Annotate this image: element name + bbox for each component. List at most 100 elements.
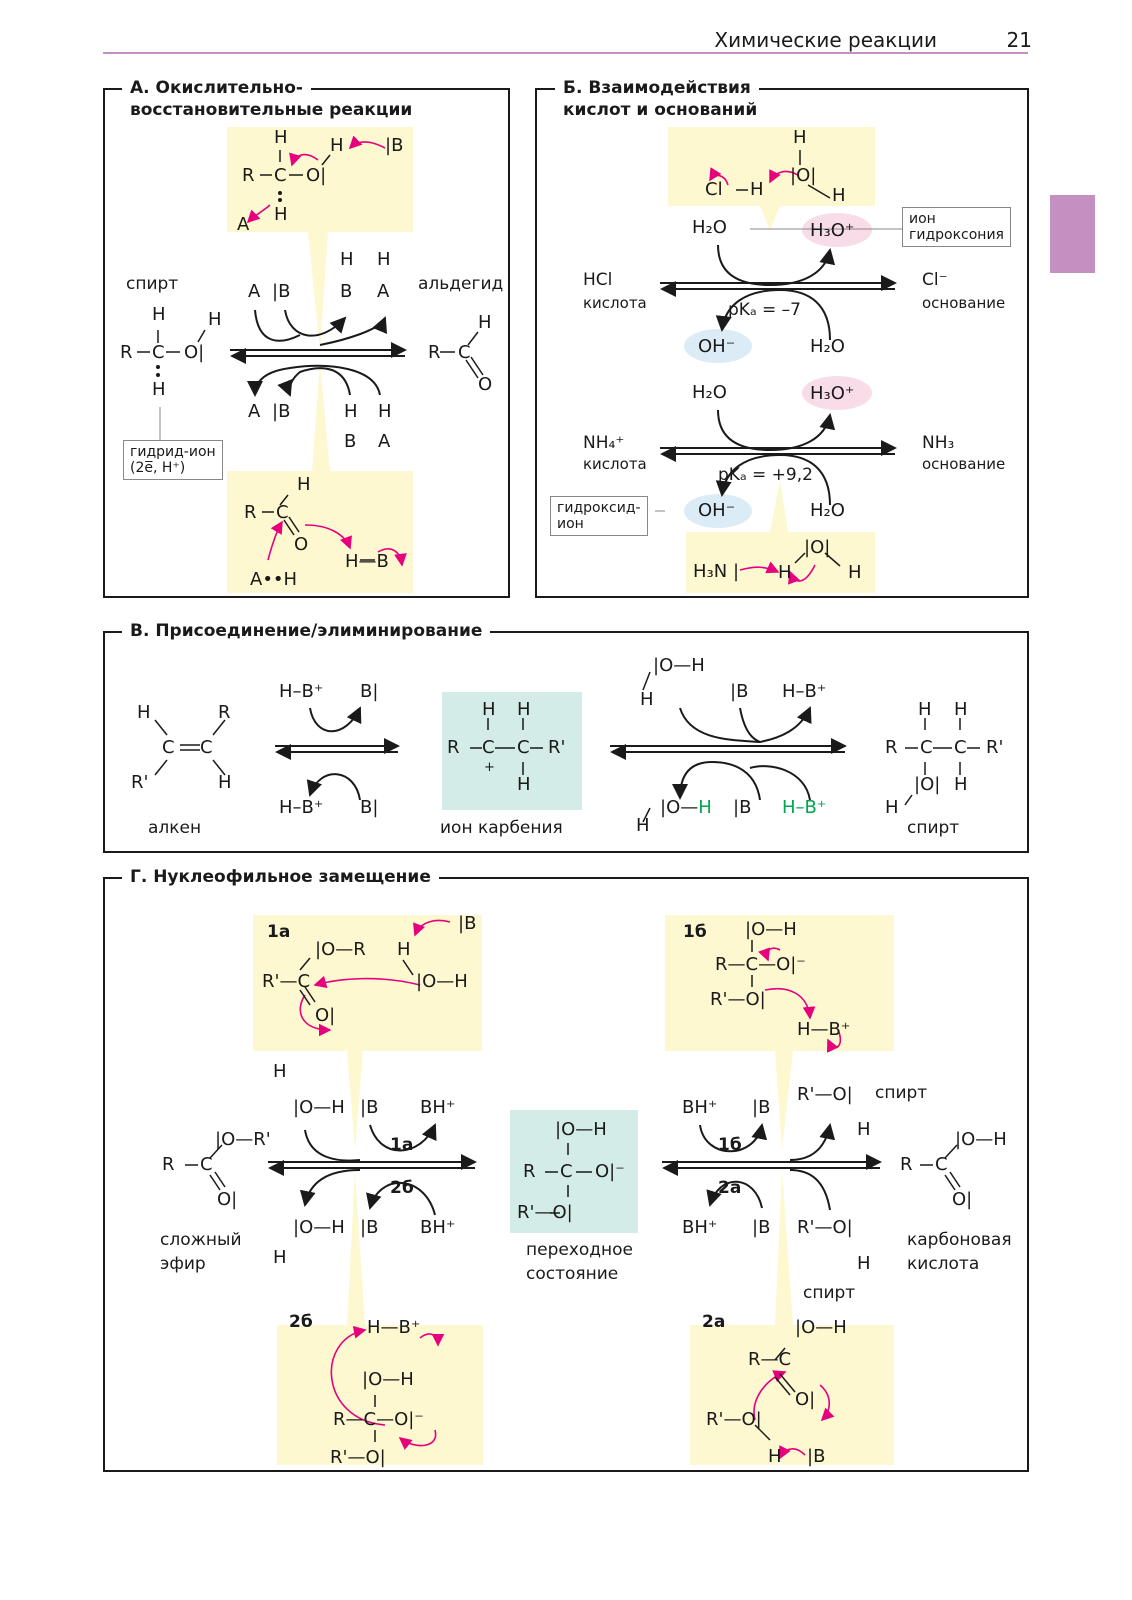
panel-a-product-hb: H—B <box>345 551 389 572</box>
atom: O| <box>217 1189 238 1210</box>
atom: |O—H <box>653 655 705 676</box>
atom: H—B⁺ <box>367 1317 421 1338</box>
atom: H <box>378 401 392 422</box>
atom: R <box>244 502 257 523</box>
panel-b-hcl: HCl <box>583 270 613 290</box>
panel-b-acid-2: кислота <box>583 455 647 473</box>
atom: H <box>636 815 650 836</box>
atom: O| <box>952 1189 973 1210</box>
atom: H <box>832 185 846 206</box>
carbenium-highlight <box>442 692 582 810</box>
atom: |O—H <box>555 1119 607 1140</box>
panel-b-top-highlight <box>668 127 875 230</box>
atom: R'—O| <box>330 1447 386 1468</box>
panel-a-title-1: А. Окислительно- <box>122 78 311 98</box>
atom: C <box>162 737 175 758</box>
panel-b-nh4: NH₄⁺ <box>583 433 625 453</box>
panel-g-bh-1: BH⁺ <box>420 1097 456 1118</box>
atom: H <box>274 204 288 225</box>
atom: R <box>900 1154 913 1175</box>
panel-b-water-4: H₂O <box>810 500 845 521</box>
atom: R <box>162 1154 175 1175</box>
panel-g-2b-highlight <box>277 1170 483 1465</box>
atom: H <box>330 135 344 156</box>
panel-b-base-2: основание <box>922 455 1006 473</box>
hydroxide-callout-line1: гидроксид- <box>557 500 641 516</box>
atom: H <box>152 379 166 400</box>
atom: |O—R <box>315 939 366 960</box>
atom: R' <box>986 737 1004 758</box>
panel-g-title: Г. Нуклеофильное замещение <box>122 867 439 887</box>
step-2a-label: 2а <box>702 1312 726 1332</box>
atom: A <box>248 401 261 422</box>
panel-v-hb-1: H–B⁺ <box>279 681 324 702</box>
atom: R <box>120 342 133 363</box>
atom: H <box>482 699 496 720</box>
atom: O| <box>795 1389 816 1410</box>
atom: |B <box>458 913 477 934</box>
atom: H <box>918 699 932 720</box>
atom: H <box>273 1247 287 1268</box>
atom: H <box>208 309 222 330</box>
panel-v-hb-4: H–B⁺ <box>782 797 827 818</box>
panel-b-h3n: H₃N <box>693 561 728 582</box>
running-header-title: Химические реакции <box>714 28 937 52</box>
panel-b-water-1: H₂O <box>692 217 727 238</box>
atom: |O—H <box>795 1317 847 1338</box>
atom: O| <box>315 1005 336 1026</box>
atom: Cl <box>705 179 723 200</box>
atom: H <box>750 179 764 200</box>
panel-g-b-3: |B <box>752 1097 771 1118</box>
atom: O <box>478 374 493 395</box>
atom: H <box>857 1119 871 1140</box>
atom: |B <box>385 135 404 156</box>
atom: C <box>152 342 165 363</box>
atom: C <box>482 737 495 758</box>
atom: B <box>344 431 357 452</box>
atom: H <box>344 401 358 422</box>
atom: H <box>954 774 968 795</box>
alcohol-label-bottom: спирт <box>803 1283 856 1303</box>
arrow-label-2b: 2б <box>390 1178 414 1198</box>
atom: R <box>523 1161 536 1182</box>
atom: |B <box>733 797 752 818</box>
panel-g-b-4: |B <box>752 1217 771 1238</box>
panel-a-title-2: восстановительные реакции <box>122 100 421 120</box>
panel-b-acid-1: кислота <box>583 294 647 312</box>
panel-a-alcohol-label: спирт <box>126 274 179 294</box>
atom: |O| <box>790 165 817 186</box>
atom: H <box>517 699 531 720</box>
panel-b-water-2: H₂O <box>810 336 845 357</box>
atom: C <box>954 737 967 758</box>
atom: |B <box>807 1446 826 1467</box>
panel-a-product-ah: A••H <box>250 569 298 590</box>
transition-label-2: состояние <box>526 1264 619 1284</box>
panel-g-1b-highlight <box>665 915 894 1150</box>
atom: H—B⁺ <box>797 1019 851 1040</box>
atom: O <box>294 534 309 555</box>
atom: |O—H <box>745 919 797 940</box>
atom: |O—R' <box>215 1129 271 1150</box>
chapter-tab <box>1050 195 1095 273</box>
atom: A <box>377 281 390 302</box>
panel-g-b-1: |B <box>360 1097 379 1118</box>
atom: C <box>935 1154 948 1175</box>
acid-label-1: карбоновая <box>907 1230 1012 1250</box>
header-rule <box>103 52 1028 54</box>
atom: H <box>768 1446 782 1467</box>
panel-b-frame <box>535 88 1029 598</box>
panel-v-title: В. Присоединение/элиминирование <box>122 621 491 641</box>
atom: C <box>560 1161 573 1182</box>
atom: H <box>377 249 391 270</box>
atom: C <box>458 342 471 363</box>
hydronium-callout: ион гидроксония <box>902 207 1011 247</box>
ester-label-2: эфир <box>160 1254 206 1274</box>
atom: H <box>885 797 899 818</box>
panel-g-bh-4: BH⁺ <box>682 1217 718 1238</box>
hydroxide-callout: гидроксид- ион <box>550 496 648 536</box>
panel-g-1a-highlight <box>253 915 482 1150</box>
atom: + <box>484 760 495 775</box>
atom: R' <box>548 737 566 758</box>
panel-g-bh-3: BH⁺ <box>682 1097 718 1118</box>
atom: |O—H <box>362 1369 414 1390</box>
